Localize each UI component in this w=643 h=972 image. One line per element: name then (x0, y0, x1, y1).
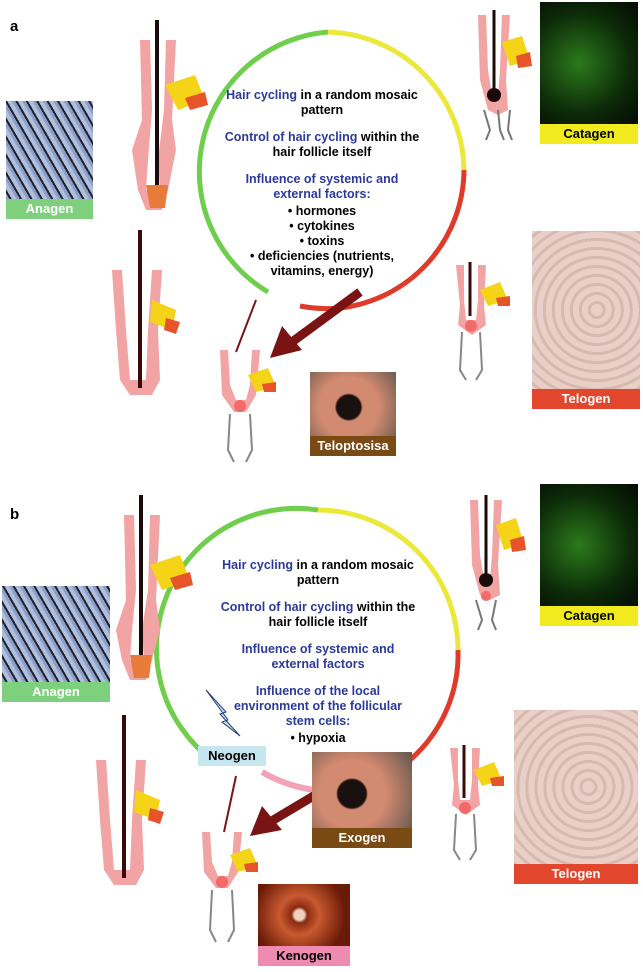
exogen-arc-b (260, 769, 316, 793)
a-bullet-4: • deficiencies (nutrients, vitamins, ene… (250, 249, 394, 278)
panel-a-letter: a (10, 18, 19, 35)
panel-a-graphics (112, 10, 532, 463)
kenogen-photo-b (258, 884, 350, 946)
telogen-label-a: Telogen (532, 389, 640, 409)
b-p2-rest: within the hair follicle itself (268, 600, 416, 629)
a-p3-blue: Influence of systemic and external facto… (245, 172, 399, 201)
panel-b-graphics (96, 495, 526, 943)
exogen-label-b: Exogen (312, 828, 412, 848)
catagen-follicle-b (470, 495, 526, 631)
a-p2-rest: within the hair follicle itself (272, 130, 420, 159)
teloptosis-follicle-a (220, 350, 276, 463)
catagen-arc-a (327, 29, 467, 171)
anagen-follicle-b (116, 495, 193, 680)
anagen-label-b: Anagen (2, 682, 110, 702)
arrow-a (270, 288, 363, 358)
kenogen-follicle-b (202, 832, 258, 943)
a-bullet-2: • cytokines (289, 219, 355, 233)
panel-b-center-text: Hair cycling in a random mosaic pattern … (218, 558, 418, 746)
teloptosis-label-a: Teloptosisa (310, 436, 396, 456)
telogen-label-b: Telogen (514, 864, 638, 884)
a-p1-rest: in a random mosaic pattern (297, 88, 418, 117)
telogen-arc-b (408, 649, 461, 762)
teloptosis-photo-a (310, 372, 396, 436)
catagen-photo-a (540, 2, 638, 124)
a-bullet-list: • hormones • cytokines • toxins • defici… (222, 204, 422, 279)
anagen-photo-a (6, 101, 93, 199)
a-p2-blue: Control of hair cycling (224, 130, 358, 144)
catagen-arc-b (317, 507, 461, 651)
panel-b-letter: b (10, 506, 20, 523)
b-bullet-1: • hypoxia (290, 731, 346, 745)
b-bullet-list: • hypoxia (218, 731, 418, 746)
catagen-label-a: Catagen (540, 124, 638, 144)
neogen-label-b: Neogen (198, 746, 266, 766)
telogen-arc-a (339, 169, 467, 311)
anagen2-follicle-a (112, 230, 180, 395)
anagen-follicle-a (132, 20, 208, 210)
anagen-arc-a (196, 29, 329, 295)
panel-a-center-text: Hair cycling in a random mosaic pattern … (222, 88, 422, 279)
a-bullet-3: • toxins (299, 234, 345, 248)
telogen-follicle-a (456, 262, 510, 381)
kenogen-label-b: Kenogen (258, 946, 350, 966)
anagen2-follicle-b (96, 715, 164, 885)
b-p4-blue: Influence of the local environment of th… (233, 684, 403, 728)
b-p1-blue: Hair cycling (222, 558, 293, 572)
telogen-photo-a (532, 231, 640, 389)
b-p1-rest: in a random mosaic pattern (293, 558, 414, 587)
anagen-label-a: Anagen (6, 199, 93, 219)
b-p2-blue: Control of hair cycling (220, 600, 354, 614)
a-p1-blue: Hair cycling (226, 88, 297, 102)
telogen-photo-b (514, 710, 638, 864)
a-bullet-1: • hormones (287, 204, 357, 218)
telogen-follicle-b (450, 745, 504, 861)
exogen-photo-b (312, 752, 412, 828)
anagen-photo-b (2, 586, 110, 682)
lightning-icon (205, 689, 241, 737)
b-p3-blue: Influence of systemic and external facto… (241, 642, 395, 671)
anagen-arc-b (153, 505, 319, 762)
catagen-follicle-a (478, 10, 532, 141)
catagen-label-b: Catagen (540, 606, 638, 626)
catagen-photo-b (540, 484, 638, 606)
